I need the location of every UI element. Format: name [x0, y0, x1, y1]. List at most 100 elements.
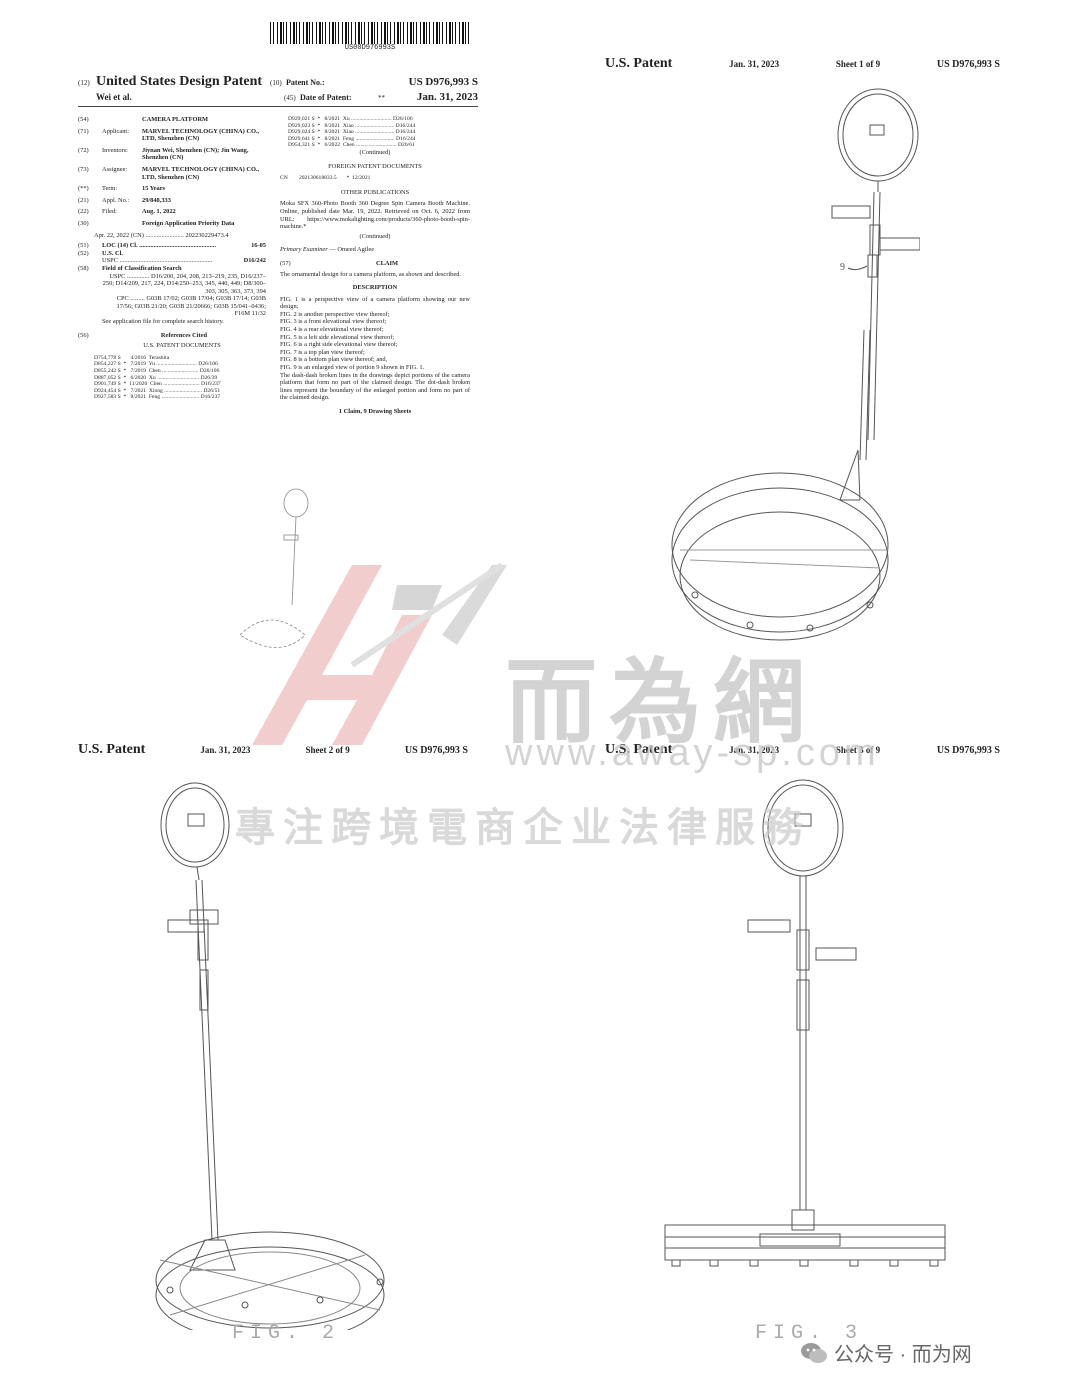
barcode-bar [371, 22, 373, 44]
barcode-bar [407, 22, 408, 44]
barcode-bar [322, 22, 323, 44]
description-entry: FIG. 2 is another perspective view there… [280, 310, 390, 318]
reference-entry: D854,227 S * 7/2019 Yu .................… [94, 361, 218, 368]
reference-entry: D927,583 S * 8/2021 Feng ...............… [94, 394, 221, 401]
patent-number: US D976,993 S [408, 76, 478, 88]
barcode-bar [319, 22, 321, 44]
uspc-value: D16/242 [243, 257, 266, 265]
wechat-icon [801, 1342, 827, 1363]
barcode-bar [468, 22, 469, 44]
field-code: (21) [78, 196, 89, 204]
field-value: 29/848,333 [142, 196, 171, 204]
patent-date: Jan. 31, 2023 [416, 91, 478, 103]
sheet1-date: Jan. 31, 2023 [729, 59, 780, 69]
barcode-bar [384, 22, 386, 44]
sheet1-header: U.S. Patent Jan. 31, 2023 Sheet 1 of 9 U… [605, 56, 1000, 72]
barcode-bar [387, 22, 388, 44]
date-label: Date of Patent: [300, 93, 352, 102]
barcode-bar [348, 22, 349, 44]
loc-code: (51) [78, 242, 89, 250]
biblio-field: (21)Appl. No.:29/848,333 [78, 197, 266, 205]
description-entry: FIG. 9 is an enlarged view of portion 9 … [280, 364, 425, 372]
barcode-bar [273, 22, 274, 44]
date-stars: ** [378, 94, 385, 102]
field-code: (72) [78, 146, 89, 154]
biblio-field: (**)Term:15 Years [78, 185, 266, 193]
field-value: MARVEL TECHNOLOGY (CHINA) CO., LTD, Shen… [142, 127, 260, 143]
sheet1-title: U.S. Patent [605, 56, 673, 71]
barcode-bar [329, 22, 330, 44]
reference-entry: D929,641 S * 8/2021 Feng ...............… [288, 135, 416, 142]
fig9-small-drawing [239, 488, 309, 648]
field-value: Aug. 1, 2022 [142, 208, 176, 216]
barcode-bar [368, 22, 369, 44]
description-entry: FIG. 8 is a bottom plan view thereof; an… [280, 356, 388, 364]
barcode-bar [400, 22, 401, 44]
barcode-bar [390, 22, 391, 44]
barcode-bar [332, 22, 334, 44]
field-label: Filed: [102, 208, 117, 216]
reference-entry: D929,023 S * 8/2021 Xiao ...............… [288, 122, 416, 129]
sheet1-patent-no: US D976,993 S [936, 59, 1000, 70]
inventor-short: Wei et al. [96, 92, 132, 102]
biblio-field: (72)Inventors:Jiynan Wei, Shenzhen (CN);… [78, 147, 266, 162]
field-label [102, 116, 138, 124]
field-code: (73) [78, 165, 89, 173]
fig3-label: FIG. 3 [755, 1322, 864, 1345]
barcode-bar [355, 22, 356, 44]
field-value: MARVEL TECHNOLOGY (CHINA) CO., LTD, Shen… [142, 165, 260, 181]
biblio-field: (73)Assignee:MARVEL TECHNOLOGY (CHINA) C… [78, 166, 266, 181]
description-entry: FIG. 7 is a top plan view thereof; [280, 348, 365, 356]
barcode-bar [364, 22, 365, 44]
barcode-bar [299, 22, 300, 44]
priority-line: Apr. 22, 2022 (CN) .....................… [94, 231, 229, 239]
barcode-bar [277, 22, 278, 44]
barcode-bar [394, 22, 395, 44]
barcode-bar [351, 22, 352, 44]
barcode-bar [426, 22, 427, 44]
barcode-bar [452, 22, 453, 44]
foreign-title: FOREIGN PATENT DOCUMENTS [328, 162, 422, 170]
reference-entry: D887,052 S * 6/2020 Xu .................… [94, 374, 218, 381]
barcode-bar [403, 22, 404, 44]
field-code: (**) [78, 185, 89, 193]
biblio-field: (54)CAMERA PLATFORM [78, 116, 266, 124]
description-entry: FIG. 6 is a right side elevational view … [280, 341, 398, 349]
sheet2-header: U.S. Patent Jan. 31, 2023 Sheet 2 of 9 U… [78, 742, 468, 758]
slogan-watermark: 專注跨境電商企业法律服務 [235, 806, 811, 850]
barcode-bar [374, 22, 375, 44]
sheet2-date: Jan. 31, 2023 [200, 745, 251, 755]
sheet2-patent-no: US D976,993 S [404, 745, 468, 756]
field-code: (71) [78, 127, 89, 135]
us-cl-code: (52) [78, 249, 89, 257]
biblio-field: (71) Applicant: MARVEL TECHNOLOGY (CHINA) … [78, 128, 266, 143]
barcode-bar [306, 22, 308, 44]
barcode-bar [423, 22, 425, 44]
fig2-label: FIG. 2 [232, 1322, 341, 1345]
barcode-bar [442, 22, 443, 44]
us-cl-label: U.S. Cl. [102, 249, 123, 257]
field-label [102, 220, 138, 228]
field-value: 15 Years [142, 185, 166, 193]
barcode-bar [416, 22, 417, 44]
field-label: Inventors: [102, 146, 128, 154]
barcode-bar [342, 22, 343, 44]
barcode [270, 22, 469, 44]
field-label: Applicant: [102, 127, 129, 135]
barcode-bar [312, 22, 313, 44]
other-title: OTHER PUBLICATIONS [340, 188, 410, 196]
claim-code: (57) [280, 259, 291, 267]
reference-entry: D901,749 S * 11/2020 Chen ..............… [94, 381, 221, 388]
barcode-bar [280, 22, 282, 44]
sheet3-number: Sheet 3 of 9 [835, 745, 881, 755]
sheet1-number: Sheet 1 of 9 [835, 59, 881, 69]
barcode-bar [338, 22, 339, 44]
barcode-bar [270, 22, 271, 44]
biblio-field: (30)Foreign Application Priority Data [78, 220, 266, 228]
barcode-bar [377, 22, 378, 44]
refs-title: References Cited [160, 331, 208, 339]
reference-entry: D929,024 S * 8/2021 Xiao ...............… [288, 129, 416, 136]
biblio-field: (22)Filed:Aug. 1, 2022 [78, 208, 266, 216]
barcode-bar [465, 22, 466, 44]
reference-entry: D929,021 S * 8/2021 Xu .................… [288, 116, 413, 122]
